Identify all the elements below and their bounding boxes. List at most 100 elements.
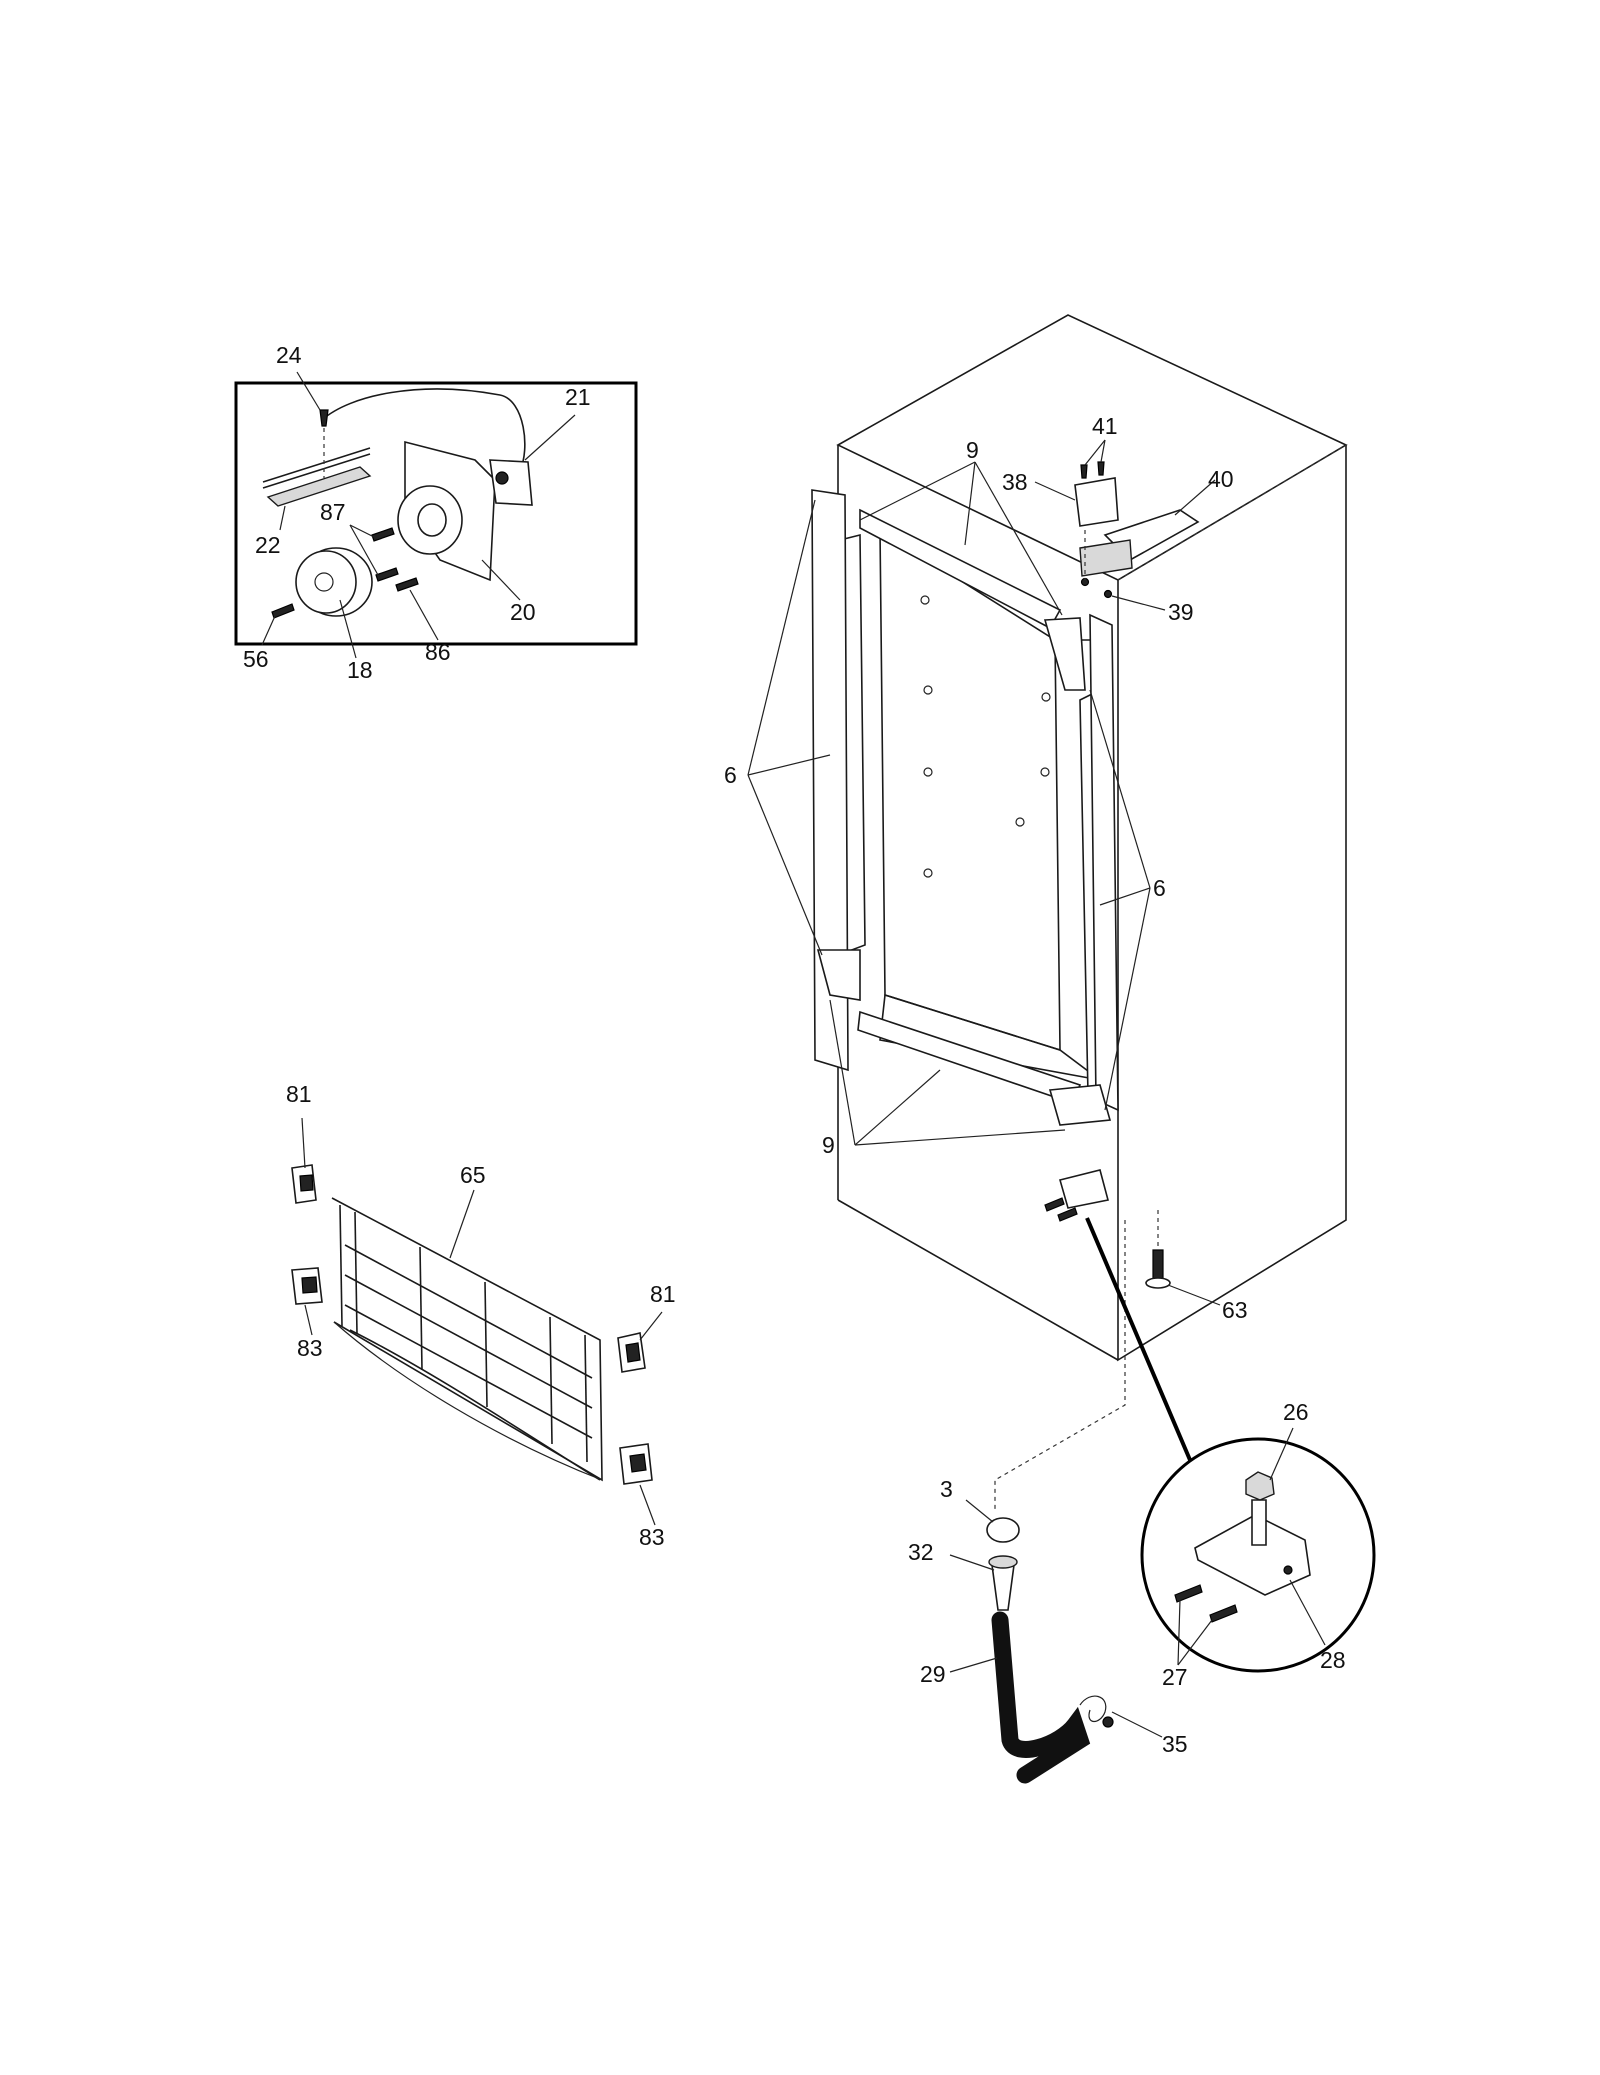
part-22-wire <box>262 447 371 489</box>
screw-87-b <box>375 567 399 582</box>
drain-parts <box>949 1499 1163 1784</box>
part-63-leveler <box>1152 1249 1164 1281</box>
bottom-hinge <box>1059 1169 1109 1209</box>
label-21: 21 <box>565 384 591 410</box>
cabinet-right-side <box>1117 445 1347 1362</box>
leader-9-top-c <box>974 461 1063 616</box>
label-9-bottom: 9 <box>822 1132 835 1158</box>
liner-hole <box>1040 767 1050 777</box>
label-18: 18 <box>347 657 373 683</box>
part-20-hub-inner <box>417 503 447 537</box>
part-18-motor-hub <box>314 572 334 592</box>
leader-9-top-b <box>964 461 976 546</box>
part-32-drain-tube <box>991 1564 1015 1611</box>
detail-circle <box>1140 1437 1376 1673</box>
cabinet <box>747 314 1348 1510</box>
bottom-hinge-screw-b <box>1057 1207 1078 1222</box>
screw-27-b <box>1209 1604 1238 1623</box>
label-83-right: 83 <box>639 1524 665 1550</box>
label-56: 56 <box>243 646 269 672</box>
leader-40 <box>1174 479 1216 516</box>
label-6-left: 6 <box>724 762 737 788</box>
part-28-hole <box>1283 1565 1293 1575</box>
leader-6-right-b <box>1099 887 1151 906</box>
clip-83-right-tab <box>629 1453 647 1473</box>
leader-27b <box>1177 1619 1213 1666</box>
liner-hole <box>923 868 933 878</box>
breaker-left-vertical <box>811 489 849 1072</box>
liner-hole <box>923 685 933 695</box>
label-24: 24 <box>276 342 302 368</box>
clip-81-left-tab <box>299 1174 314 1192</box>
leader-65 <box>449 1189 475 1259</box>
label-28: 28 <box>1320 1647 1346 1673</box>
leader-9-bottom-b <box>854 1069 941 1146</box>
label-3: 3 <box>940 1476 953 1502</box>
part-3-plug <box>986 1517 1020 1543</box>
leader-39 <box>1111 595 1166 611</box>
label-83-left: 83 <box>297 1335 323 1361</box>
screw-87-a <box>371 527 395 542</box>
breaker-9-top <box>859 508 1062 630</box>
part-40-hinge-base <box>1079 539 1133 577</box>
leader-9-bottom-c <box>854 1129 1066 1146</box>
cabinet-front-bottom <box>837 1199 1119 1361</box>
label-6-right: 6 <box>1153 875 1166 901</box>
part-63-leveler-foot <box>1145 1277 1171 1289</box>
capillary-tube <box>321 388 526 471</box>
inset-motor-assembly <box>234 371 638 659</box>
leader-6-left-c <box>747 774 823 956</box>
leader-26 <box>1269 1427 1294 1481</box>
leader-38 <box>1034 481 1076 501</box>
label-41: 41 <box>1092 413 1118 439</box>
leader-29 <box>949 1657 998 1673</box>
corner-9-bottom-right <box>1048 1084 1112 1126</box>
part-32-flange <box>988 1555 1018 1569</box>
hinge-detail <box>1085 1217 1376 1673</box>
label-65: 65 <box>460 1162 486 1188</box>
leader-9-bottom-a <box>829 999 856 1146</box>
liner-hole <box>1041 692 1051 702</box>
basket-assembly <box>291 1117 663 1526</box>
part-21-knob <box>495 471 509 485</box>
leader-81-right <box>639 1311 663 1341</box>
leader-28 <box>1289 1579 1326 1646</box>
leader-87a <box>349 524 375 538</box>
bottom-hinge-screw-a <box>1044 1197 1065 1212</box>
label-29: 29 <box>920 1661 946 1687</box>
part-18-motor-face <box>295 550 357 614</box>
label-35: 35 <box>1162 1731 1188 1757</box>
leader-21 <box>524 414 576 461</box>
leader-3 <box>965 1499 994 1523</box>
leader-86 <box>409 589 439 641</box>
leader-20 <box>481 559 521 601</box>
part-65-wire-divider <box>331 1197 603 1482</box>
label-20: 20 <box>510 599 536 625</box>
leader-56 <box>261 615 276 646</box>
leader-32 <box>949 1554 995 1571</box>
screw-24 <box>319 409 329 427</box>
callout-labels: 24 21 22 87 20 56 18 86 41 9 38 40 39 6 … <box>243 342 1346 1757</box>
liner-hole <box>1015 817 1025 827</box>
screw-56 <box>271 603 295 619</box>
leader-41a <box>1084 439 1106 466</box>
detail-callout-line <box>1085 1217 1192 1461</box>
liner-hole <box>920 595 930 605</box>
label-87: 87 <box>320 499 346 525</box>
screw-41-b <box>1097 461 1105 476</box>
part-26-cap <box>1245 1471 1275 1501</box>
clip-83-left-tab <box>301 1276 318 1294</box>
part-29-hose <box>991 1611 1091 1784</box>
leader-22 <box>279 505 286 531</box>
leader-6-left-b <box>747 754 831 776</box>
leader-87b <box>349 524 379 576</box>
part-28-hinge-pin <box>1251 1499 1267 1546</box>
leader-6-left-a <box>747 499 816 776</box>
liner-hole <box>923 767 933 777</box>
label-9-top: 9 <box>966 437 979 463</box>
part-38-hinge-plate <box>1074 477 1119 527</box>
leader-83-right <box>639 1484 656 1526</box>
leader-41b <box>1100 439 1106 463</box>
leader-6-right-a <box>1089 689 1151 889</box>
part-35-clip <box>1079 1695 1107 1723</box>
